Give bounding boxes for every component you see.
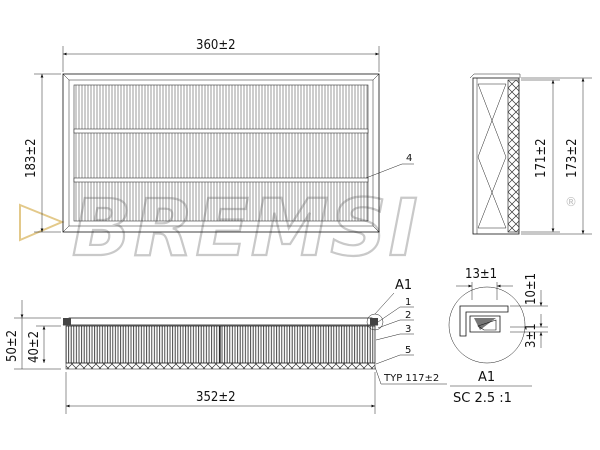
leader-label-4: 4 xyxy=(406,153,412,164)
watermark-arrow-icon xyxy=(19,203,65,242)
inner-height-dimension: 171±2 xyxy=(534,138,549,178)
detail-view: 13±1 10±1 3±1 A1 SC 2.5 :1 xyxy=(448,267,548,406)
detail-height-dimension: 10±1 xyxy=(524,273,539,305)
detail-small-dimension: 3±1 xyxy=(524,323,539,348)
front-view: A1 1 2 3 5 TYP 117±2 50±2 40±2 352±2 xyxy=(5,278,447,414)
height-dimension: 183±2 xyxy=(24,138,39,178)
callout-3: 3 xyxy=(405,324,411,335)
length-dimension: 352±2 xyxy=(196,390,236,405)
detail-ref-label: A1 xyxy=(395,278,412,293)
front-inner-height-dimension: 40±2 xyxy=(27,331,42,363)
callout-1: 1 xyxy=(405,297,411,308)
outer-height-dimension: 173±2 xyxy=(565,138,580,178)
front-height-dimension: 50±2 xyxy=(5,330,20,362)
detail-width-dimension: 13±1 xyxy=(465,267,497,282)
callout-2: 2 xyxy=(405,310,411,321)
detail-title: A1 xyxy=(478,370,495,385)
width-dimension: 360±2 xyxy=(196,38,236,53)
side-view: 171±2 173±2 xyxy=(469,73,592,235)
top-view: 4 360±2 183±2 xyxy=(24,38,414,233)
detail-scale: SC 2.5 :1 xyxy=(453,391,512,406)
watermark-registered: ® xyxy=(565,195,577,209)
typ-label: TYP 117±2 xyxy=(383,373,439,384)
callout-5: 5 xyxy=(405,345,411,356)
